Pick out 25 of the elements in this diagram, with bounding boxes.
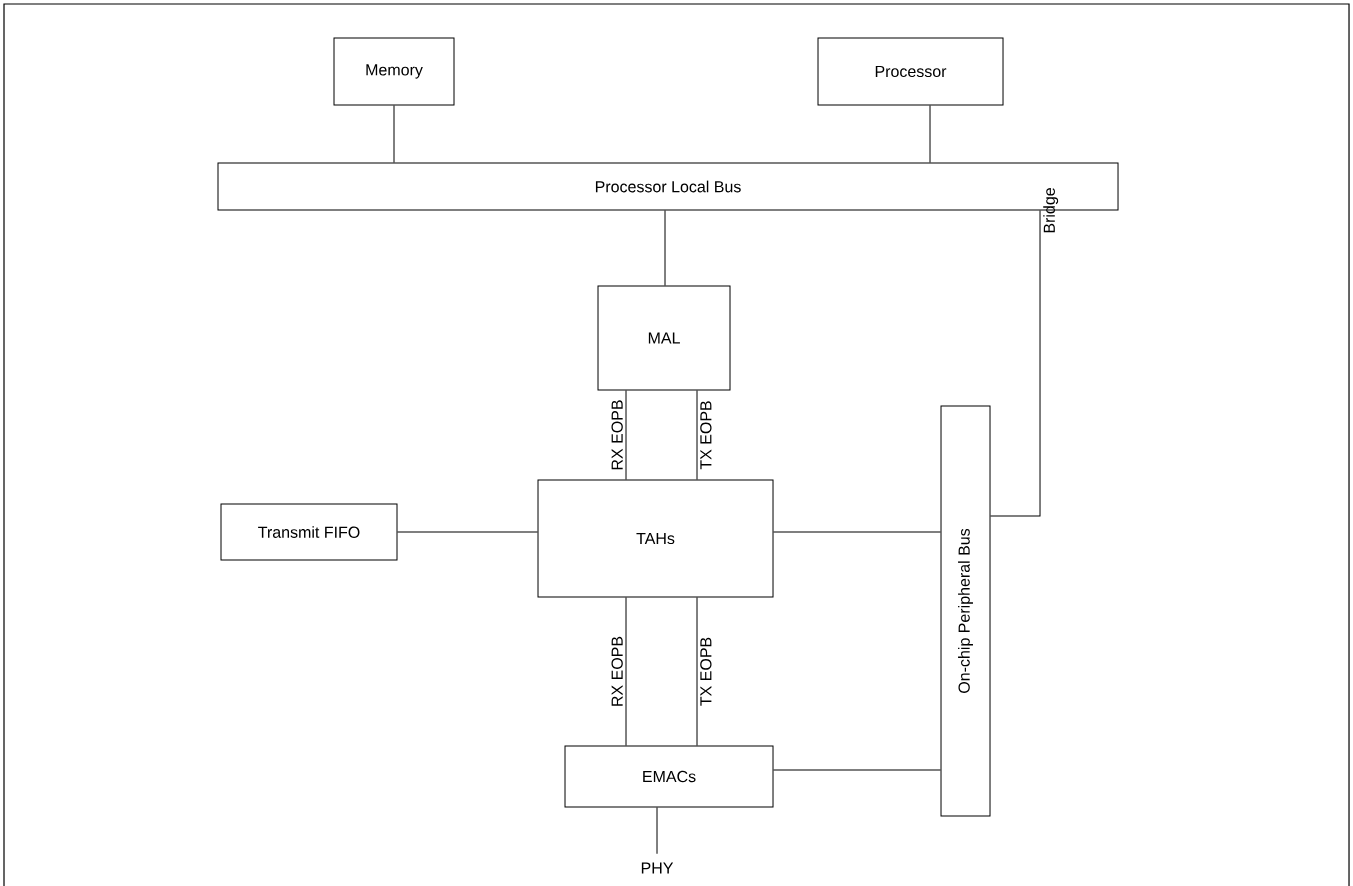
block-box: Transmit FIFO xyxy=(220,503,398,561)
bus-bar: On-chip Peripheral Bus xyxy=(940,405,991,817)
connector-line xyxy=(625,597,627,746)
connector-line xyxy=(773,769,941,771)
edge-label: Bridge xyxy=(1043,188,1059,233)
processor-box: Processor xyxy=(817,37,1004,106)
connector-line xyxy=(773,531,941,533)
block-box: TAHs xyxy=(537,479,774,598)
edge-label: TX EOPB xyxy=(700,637,712,706)
connector-line xyxy=(696,390,698,480)
connector-line xyxy=(397,531,538,533)
edge-label: TX EOPB xyxy=(700,401,712,470)
block-box: EMACs xyxy=(564,745,774,808)
memory-box: Memory xyxy=(333,37,455,106)
edge-label: RX EOPB xyxy=(611,400,623,470)
connector-line xyxy=(393,105,395,163)
connector-line xyxy=(664,210,666,286)
connector-line xyxy=(656,807,658,855)
connector-line xyxy=(929,105,931,163)
block-box: MAL xyxy=(597,285,731,391)
signal-label: PHY xyxy=(641,862,674,874)
connector-line xyxy=(990,210,1041,517)
connector-line xyxy=(625,390,627,480)
connector-line xyxy=(696,597,698,746)
edge-label: RX EOPB xyxy=(611,636,623,706)
